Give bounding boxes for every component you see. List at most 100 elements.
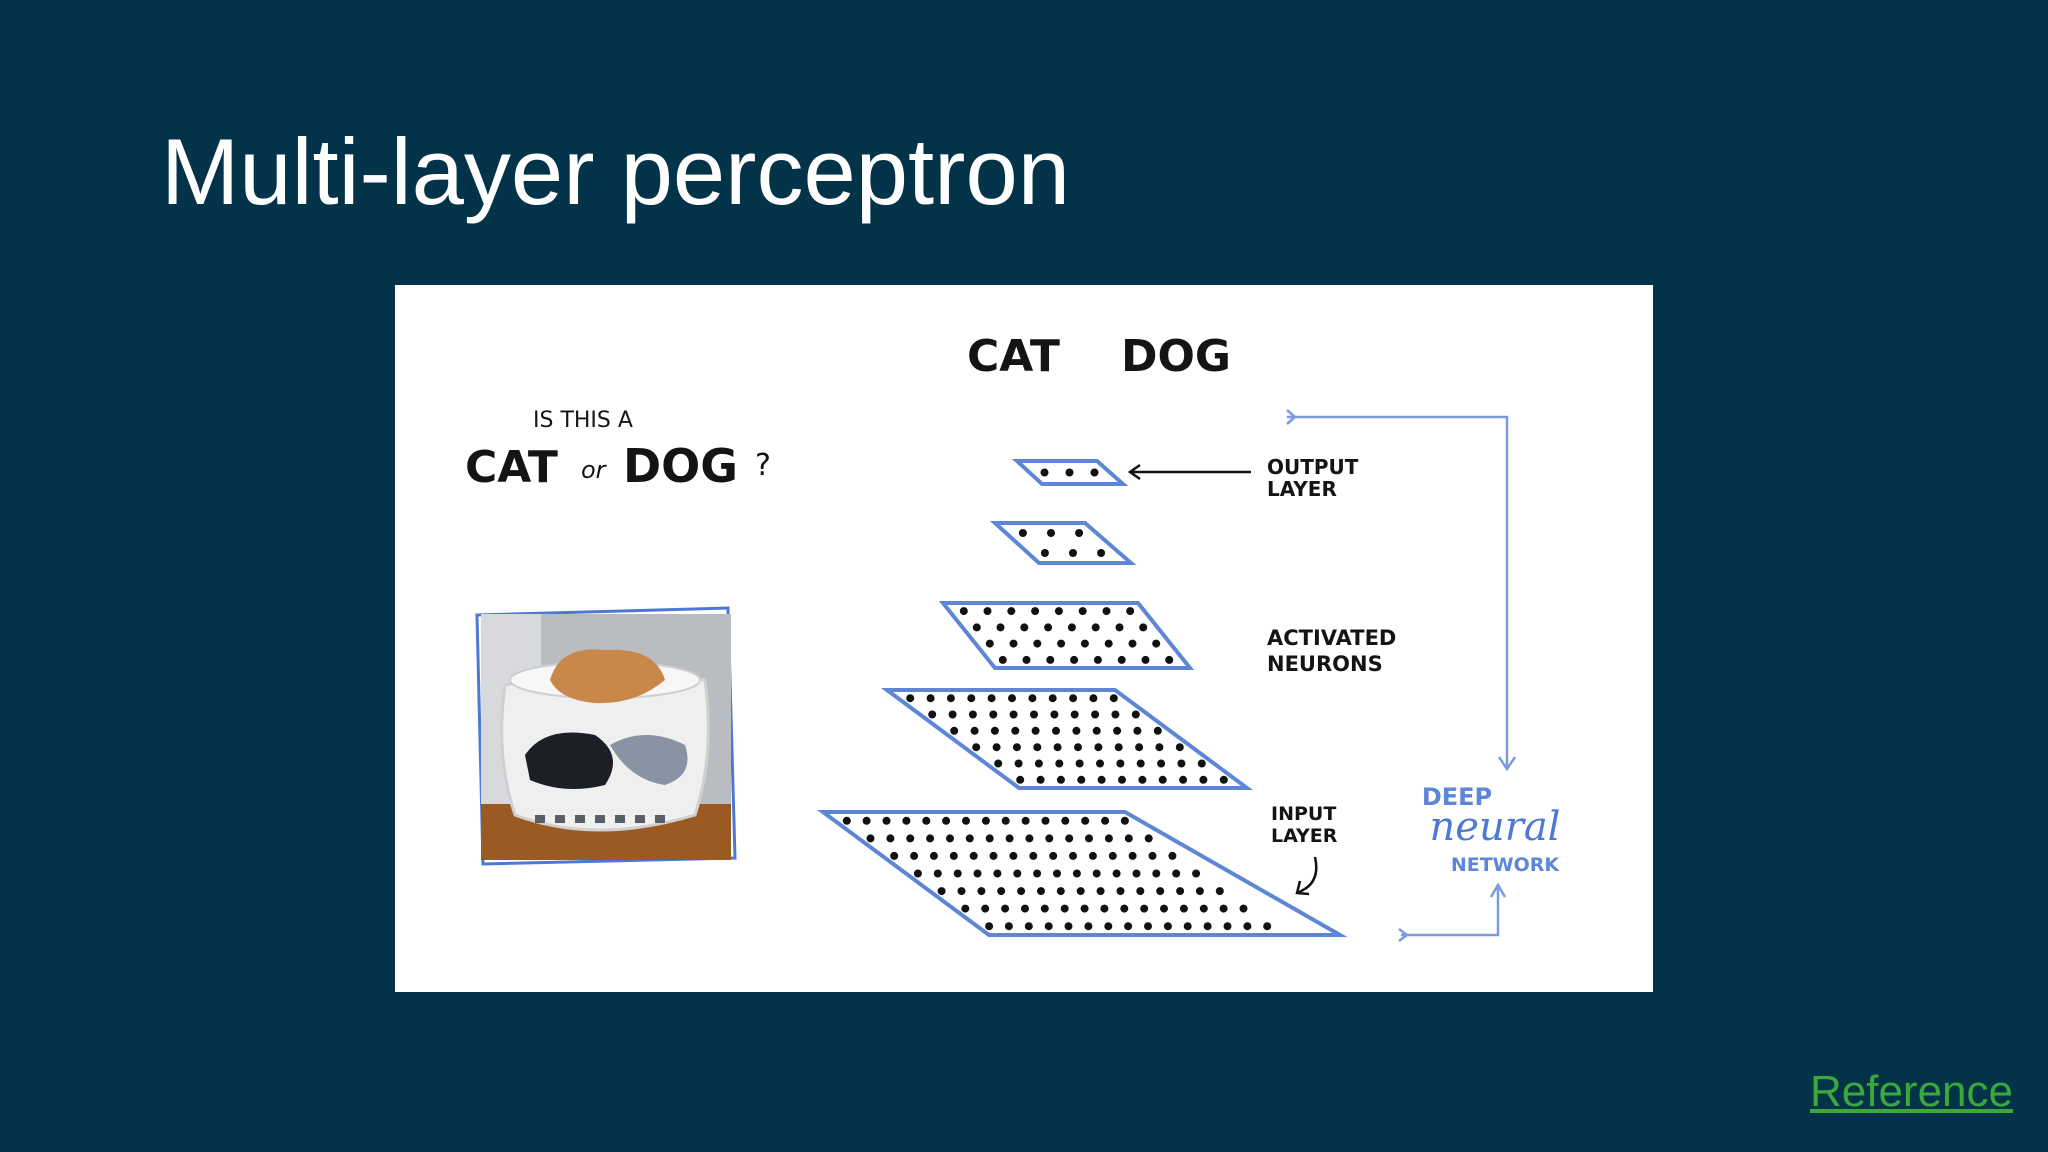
neuron-dot [1152,869,1161,878]
neural-network-illustration: CAT DOG IS THIS A CAT or DOG ? [395,285,1653,992]
neuron-dot [1074,743,1082,752]
neuron-dot [959,607,968,616]
input-label-line2: LAYER [1271,825,1338,847]
input-layer-arrow [1295,856,1318,896]
neuron-dot [1022,655,1031,664]
neuron-dot [1177,759,1186,768]
illustration-canvas: CAT DOG IS THIS A CAT or DOG ? [465,331,1560,942]
neuron-dot [1175,743,1184,752]
neuron-dots [842,468,1272,931]
neuron-dot [993,869,1002,878]
neuron-dot [1114,743,1123,752]
neuron-dot [1088,851,1097,860]
neuron-dot [1096,759,1104,768]
neuron-dot [1040,549,1049,557]
neuron-dot [1077,775,1086,784]
neuron-dot [1009,710,1018,719]
neuron-dot [1239,904,1248,913]
hidden-layer-3-plane [880,688,1254,790]
neuron-dot [989,710,998,719]
neuron-dot [1069,694,1078,703]
neuron-dot [1109,694,1118,703]
neuron-dot [981,904,990,913]
output-layer-arrow [1127,463,1251,481]
activated-label-line2: NEURONS [1267,652,1383,676]
neuron-dot [1036,775,1045,784]
neuron-dot [1014,759,1023,768]
neuron-dot [842,816,851,825]
neuron-dot [928,710,937,719]
neuron-dot [1033,869,1042,878]
neuron-dot [1141,655,1150,664]
neuron-dot [973,869,982,878]
neuron-dot [1085,834,1093,843]
neuron-dot [1029,851,1038,860]
neuron-dot [1118,775,1126,784]
neuron-dot [989,851,998,860]
neuron-dot [1025,834,1034,843]
neuron-dot [950,726,959,735]
neuron-dot [1117,655,1126,664]
neuron-dot [1064,922,1073,931]
output-layer-plane [1011,459,1129,486]
neuron-dot [1072,726,1081,735]
output-label-line2: LAYER [1267,477,1337,501]
question-line1: IS THIS A [533,408,633,433]
hidden-layer-1-plane [989,521,1137,565]
neuron-dot [983,607,992,616]
neuron-dot [972,743,981,752]
neuron-dot [1076,887,1085,896]
neuron-dot [1215,887,1224,896]
neuron-dot [1054,607,1063,616]
header-cat-text: CAT [967,331,1060,382]
question-cat: CAT [465,442,558,493]
question-dog: DOG [623,439,738,493]
neuron-dot [1158,775,1167,784]
neuron-dot [1128,639,1137,648]
neuron-dot [1091,710,1100,719]
input-label-line1: INPUT [1271,803,1336,825]
neuron-dot [1172,869,1181,878]
neuron-dot [994,759,1003,768]
neuron-dot [1011,726,1020,735]
neuron-dot [937,887,946,896]
neuron-dot [1108,851,1117,860]
neuron-dot [902,816,911,825]
neuron-dot [1094,743,1103,752]
neuron-dot [1009,851,1018,860]
neuron-dot [985,922,994,931]
neuron-dot [1060,904,1069,913]
neuron-dot [1031,726,1040,735]
neuron-dot [1009,639,1018,648]
neuron-dot [1157,759,1166,768]
neuron-dot [1097,775,1106,784]
neuron-dot [1028,694,1037,703]
neuron-dot [1017,887,1026,896]
network-layers [816,459,1348,937]
neuron-dot [990,726,999,735]
neuron-dot [1045,834,1054,843]
neuron-dot [1075,529,1084,537]
neuron-dot [906,834,915,843]
neuron-dot [1133,726,1142,735]
neuron-dot [1179,904,1188,913]
neuron-dot [1195,887,1204,896]
neuron-dot [910,851,919,860]
neuron-dot [1065,834,1074,843]
neuron-dot [1069,549,1077,557]
neuron-dot [1136,887,1145,896]
question-or: or [581,456,608,484]
neuron-dot [1065,468,1074,477]
neuron-dot [1128,851,1137,860]
neuron-dot [985,834,994,843]
neuron-dot [1020,623,1029,632]
neuron-dot [1075,759,1084,768]
neuron-dot [1005,834,1014,843]
neuron-dot [946,694,955,703]
neuron-dot [1165,655,1174,664]
neuron-dot [926,694,935,703]
neuron-dot [1089,694,1098,703]
reference-link[interactable]: Reference [1809,1067,2013,1116]
neuron-dot [968,710,977,719]
neuron-dot [1152,639,1161,648]
